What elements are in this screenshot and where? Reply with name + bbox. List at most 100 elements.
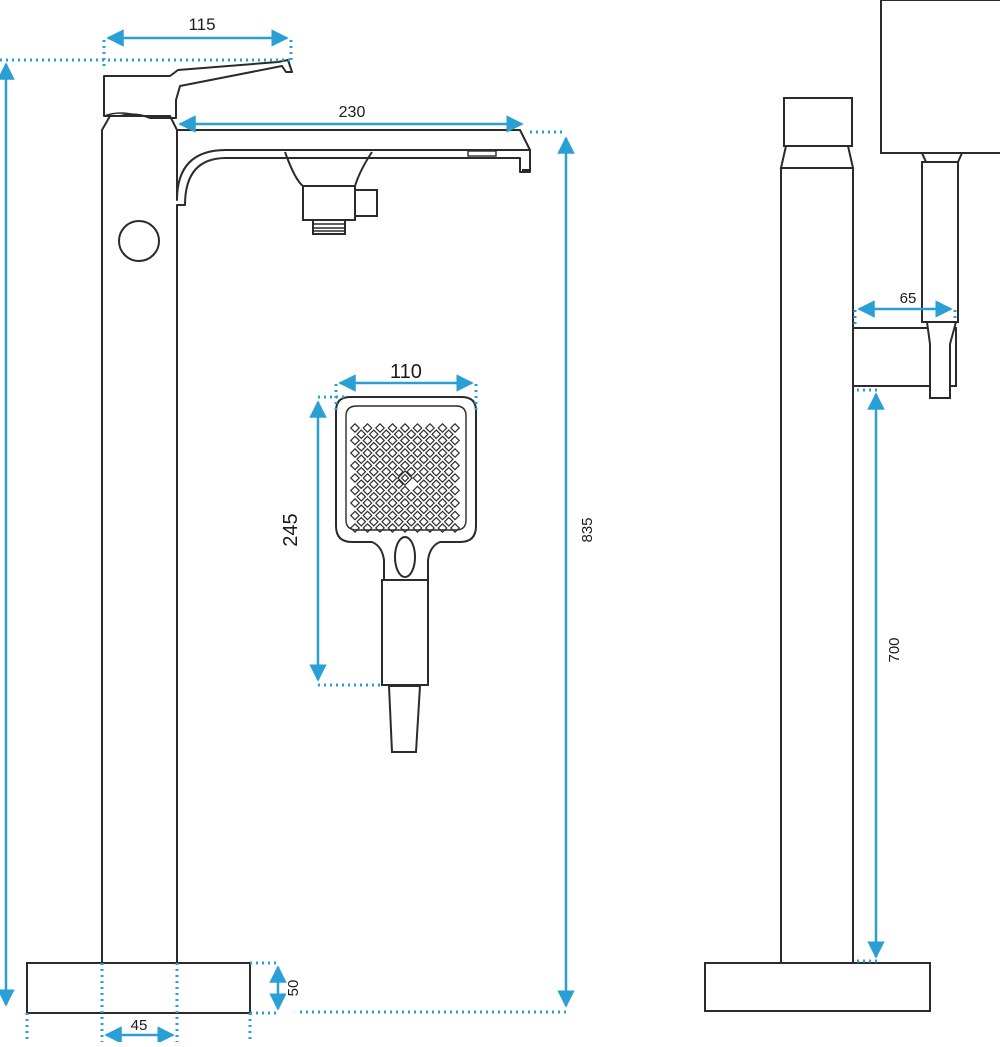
- nozzle: [437, 472, 448, 484]
- nozzle: [393, 504, 404, 515]
- dim-65-label: 65: [900, 290, 917, 307]
- nozzle: [449, 435, 461, 446]
- nozzle: [387, 435, 398, 446]
- nozzle: [349, 447, 361, 459]
- nozzle: [381, 466, 392, 477]
- nozzle: [399, 510, 411, 521]
- nozzle: [418, 516, 429, 527]
- nozzle: [387, 422, 398, 434]
- nozzle: [362, 485, 373, 496]
- nozzle: [349, 472, 361, 484]
- side-column: [780, 167, 854, 964]
- nozzle: [362, 435, 373, 446]
- dim-45-label: 45: [131, 1017, 148, 1034]
- nozzle: [443, 504, 454, 515]
- aerator: [467, 150, 497, 157]
- nozzle: [399, 497, 411, 509]
- nozzle: [349, 435, 361, 446]
- dim-115-label: 115: [188, 15, 215, 34]
- nozzle: [449, 422, 461, 434]
- nozzle: [418, 479, 429, 490]
- nozzle: [362, 510, 373, 521]
- nozzle: [356, 466, 367, 477]
- connector-body: [302, 185, 356, 221]
- nozzle: [368, 504, 379, 515]
- side-view: [704, 0, 1000, 1012]
- nozzle: [368, 466, 379, 477]
- nozzle: [443, 466, 454, 477]
- nozzle: [362, 460, 373, 471]
- nozzle: [399, 435, 411, 446]
- side-base-plate: [704, 962, 931, 1012]
- nozzle: [437, 497, 448, 509]
- nozzle: [412, 422, 423, 434]
- nozzle: [406, 491, 417, 502]
- dimensions-layer: 115 230 835 110 245 50 45: [0, 15, 957, 1044]
- nozzle: [437, 447, 448, 459]
- nozzle: [431, 441, 442, 452]
- nozzle: [374, 435, 386, 446]
- nozzle: [449, 472, 461, 484]
- nozzle: [412, 485, 423, 496]
- handshower-cone: [387, 685, 422, 753]
- nozzle: [362, 472, 373, 484]
- nozzle: [387, 510, 398, 521]
- nozzle: [431, 454, 442, 465]
- nozzle: [399, 522, 411, 534]
- nozzle: [349, 485, 361, 496]
- nozzle: [412, 435, 423, 446]
- nozzle: [431, 429, 442, 440]
- nozzle: [443, 479, 454, 490]
- dim-230-label: 230: [339, 104, 366, 121]
- nozzle: [424, 510, 436, 521]
- nozzle: [374, 447, 386, 459]
- nozzle: [412, 447, 423, 459]
- nozzle: [393, 491, 404, 502]
- nozzle: [399, 422, 411, 434]
- nozzle: [368, 516, 379, 527]
- handshower-button: [394, 536, 416, 578]
- nozzle: [399, 460, 411, 471]
- thread-lines: [313, 223, 345, 232]
- faucet-column: [101, 115, 531, 963]
- handshower-handle: [381, 579, 429, 686]
- nozzle: [418, 454, 429, 465]
- nozzle: [349, 422, 361, 434]
- nozzle: [368, 479, 379, 490]
- nozzle: [362, 497, 373, 509]
- nozzle: [431, 516, 442, 527]
- nozzle: [393, 466, 404, 477]
- nozzle: [399, 485, 411, 496]
- nozzle: [387, 460, 398, 471]
- dim-50-label: 50: [285, 980, 302, 997]
- nozzle: [424, 447, 436, 459]
- nozzle: [424, 485, 436, 496]
- nozzle: [443, 516, 454, 527]
- nozzle: [449, 460, 461, 471]
- nozzle: [393, 441, 404, 452]
- nozzle: [356, 454, 367, 465]
- nozzle: [368, 429, 379, 440]
- nozzle: [399, 447, 411, 459]
- nozzle: [424, 435, 436, 446]
- nozzle: [356, 441, 367, 452]
- nozzle: [431, 466, 442, 477]
- handshower: [335, 396, 477, 753]
- nozzle: [381, 454, 392, 465]
- dim-700-label: 700: [886, 637, 903, 662]
- nozzle: [393, 516, 404, 527]
- nozzle: [443, 441, 454, 452]
- nozzle: [381, 516, 392, 527]
- nozzle: [406, 504, 417, 515]
- lever-handle: [103, 59, 293, 119]
- nozzle: [418, 429, 429, 440]
- dim-110-label: 110: [390, 361, 422, 383]
- nozzle: [418, 504, 429, 515]
- nozzle: [449, 447, 461, 459]
- nozzle: [406, 441, 417, 452]
- nozzle: [424, 422, 436, 434]
- nozzle: [356, 516, 367, 527]
- side-collar: [779, 145, 855, 169]
- nozzle: [437, 422, 448, 434]
